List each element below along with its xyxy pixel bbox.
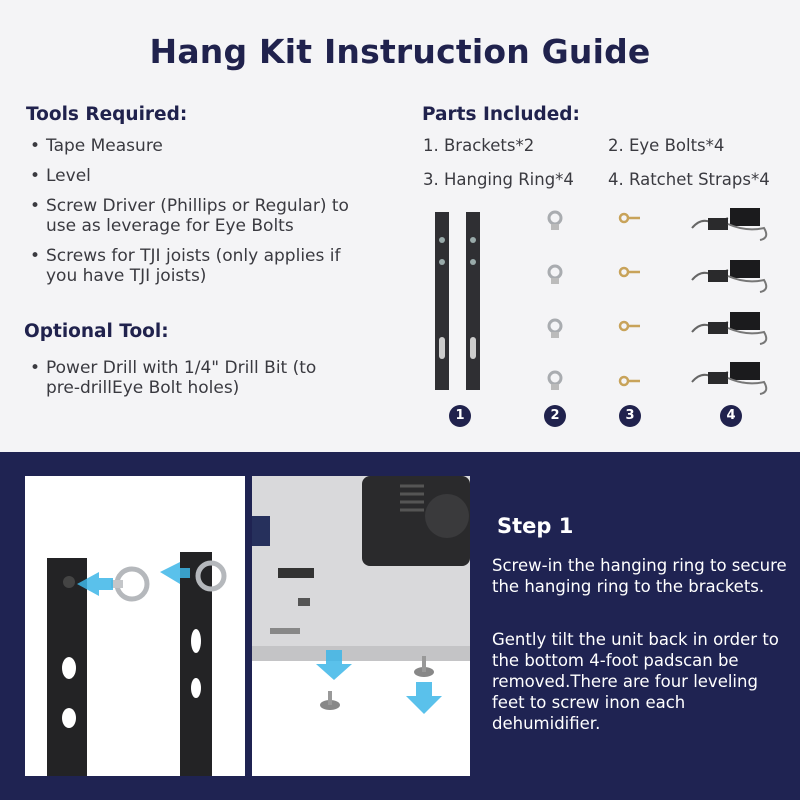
tool-item: Screw Driver (Phillips or Regular) to us… (30, 196, 360, 236)
tools-heading: Tools Required: (26, 104, 188, 125)
page-title: Hang Kit Instruction Guide (149, 32, 651, 71)
hanging-ring-icon (547, 210, 563, 390)
part-label-ratchet-straps: 4. Ratchet Straps*4 (608, 170, 770, 189)
optional-heading: Optional Tool: (24, 321, 169, 342)
parts-illustration (435, 208, 768, 395)
part-number-badge: 4 (720, 405, 742, 427)
step-paragraph: Screw-in the hanging ring to secure the … (492, 556, 787, 596)
optional-list: Power Drill with 1/4" Drill Bit (to pre-… (30, 358, 320, 408)
parts-heading: Parts Included: (422, 104, 580, 125)
part-number-badge: 2 (544, 405, 566, 427)
bracket-icon (435, 212, 480, 390)
tool-item: Tape Measure (30, 136, 360, 156)
bracket-ring-photo (25, 476, 245, 776)
tool-item: Screws for TJI joists (only applies if y… (30, 246, 360, 286)
part-label-brackets: 1. Brackets*2 (423, 136, 535, 155)
optional-item: Power Drill with 1/4" Drill Bit (to pre-… (30, 358, 320, 398)
step-paragraph: Gently tilt the unit back in order to th… (492, 630, 779, 733)
part-number-badge: 1 (449, 405, 471, 427)
part-label-hanging-ring: 3. Hanging Ring*4 (423, 170, 574, 189)
eye-bolt-icon (618, 212, 640, 387)
part-number-badge: 3 (619, 405, 641, 427)
unit-feet-photo (252, 476, 470, 776)
top-section: Hang Kit Instruction Guide Tools Require… (0, 0, 800, 452)
tool-item: Level (30, 166, 360, 186)
ratchet-strap-icon (691, 208, 768, 395)
tools-list: Tape Measure Level Screw Driver (Phillip… (30, 136, 360, 296)
part-label-eye-bolts: 2. Eye Bolts*4 (608, 136, 725, 155)
step-heading: Step 1 (497, 514, 574, 538)
